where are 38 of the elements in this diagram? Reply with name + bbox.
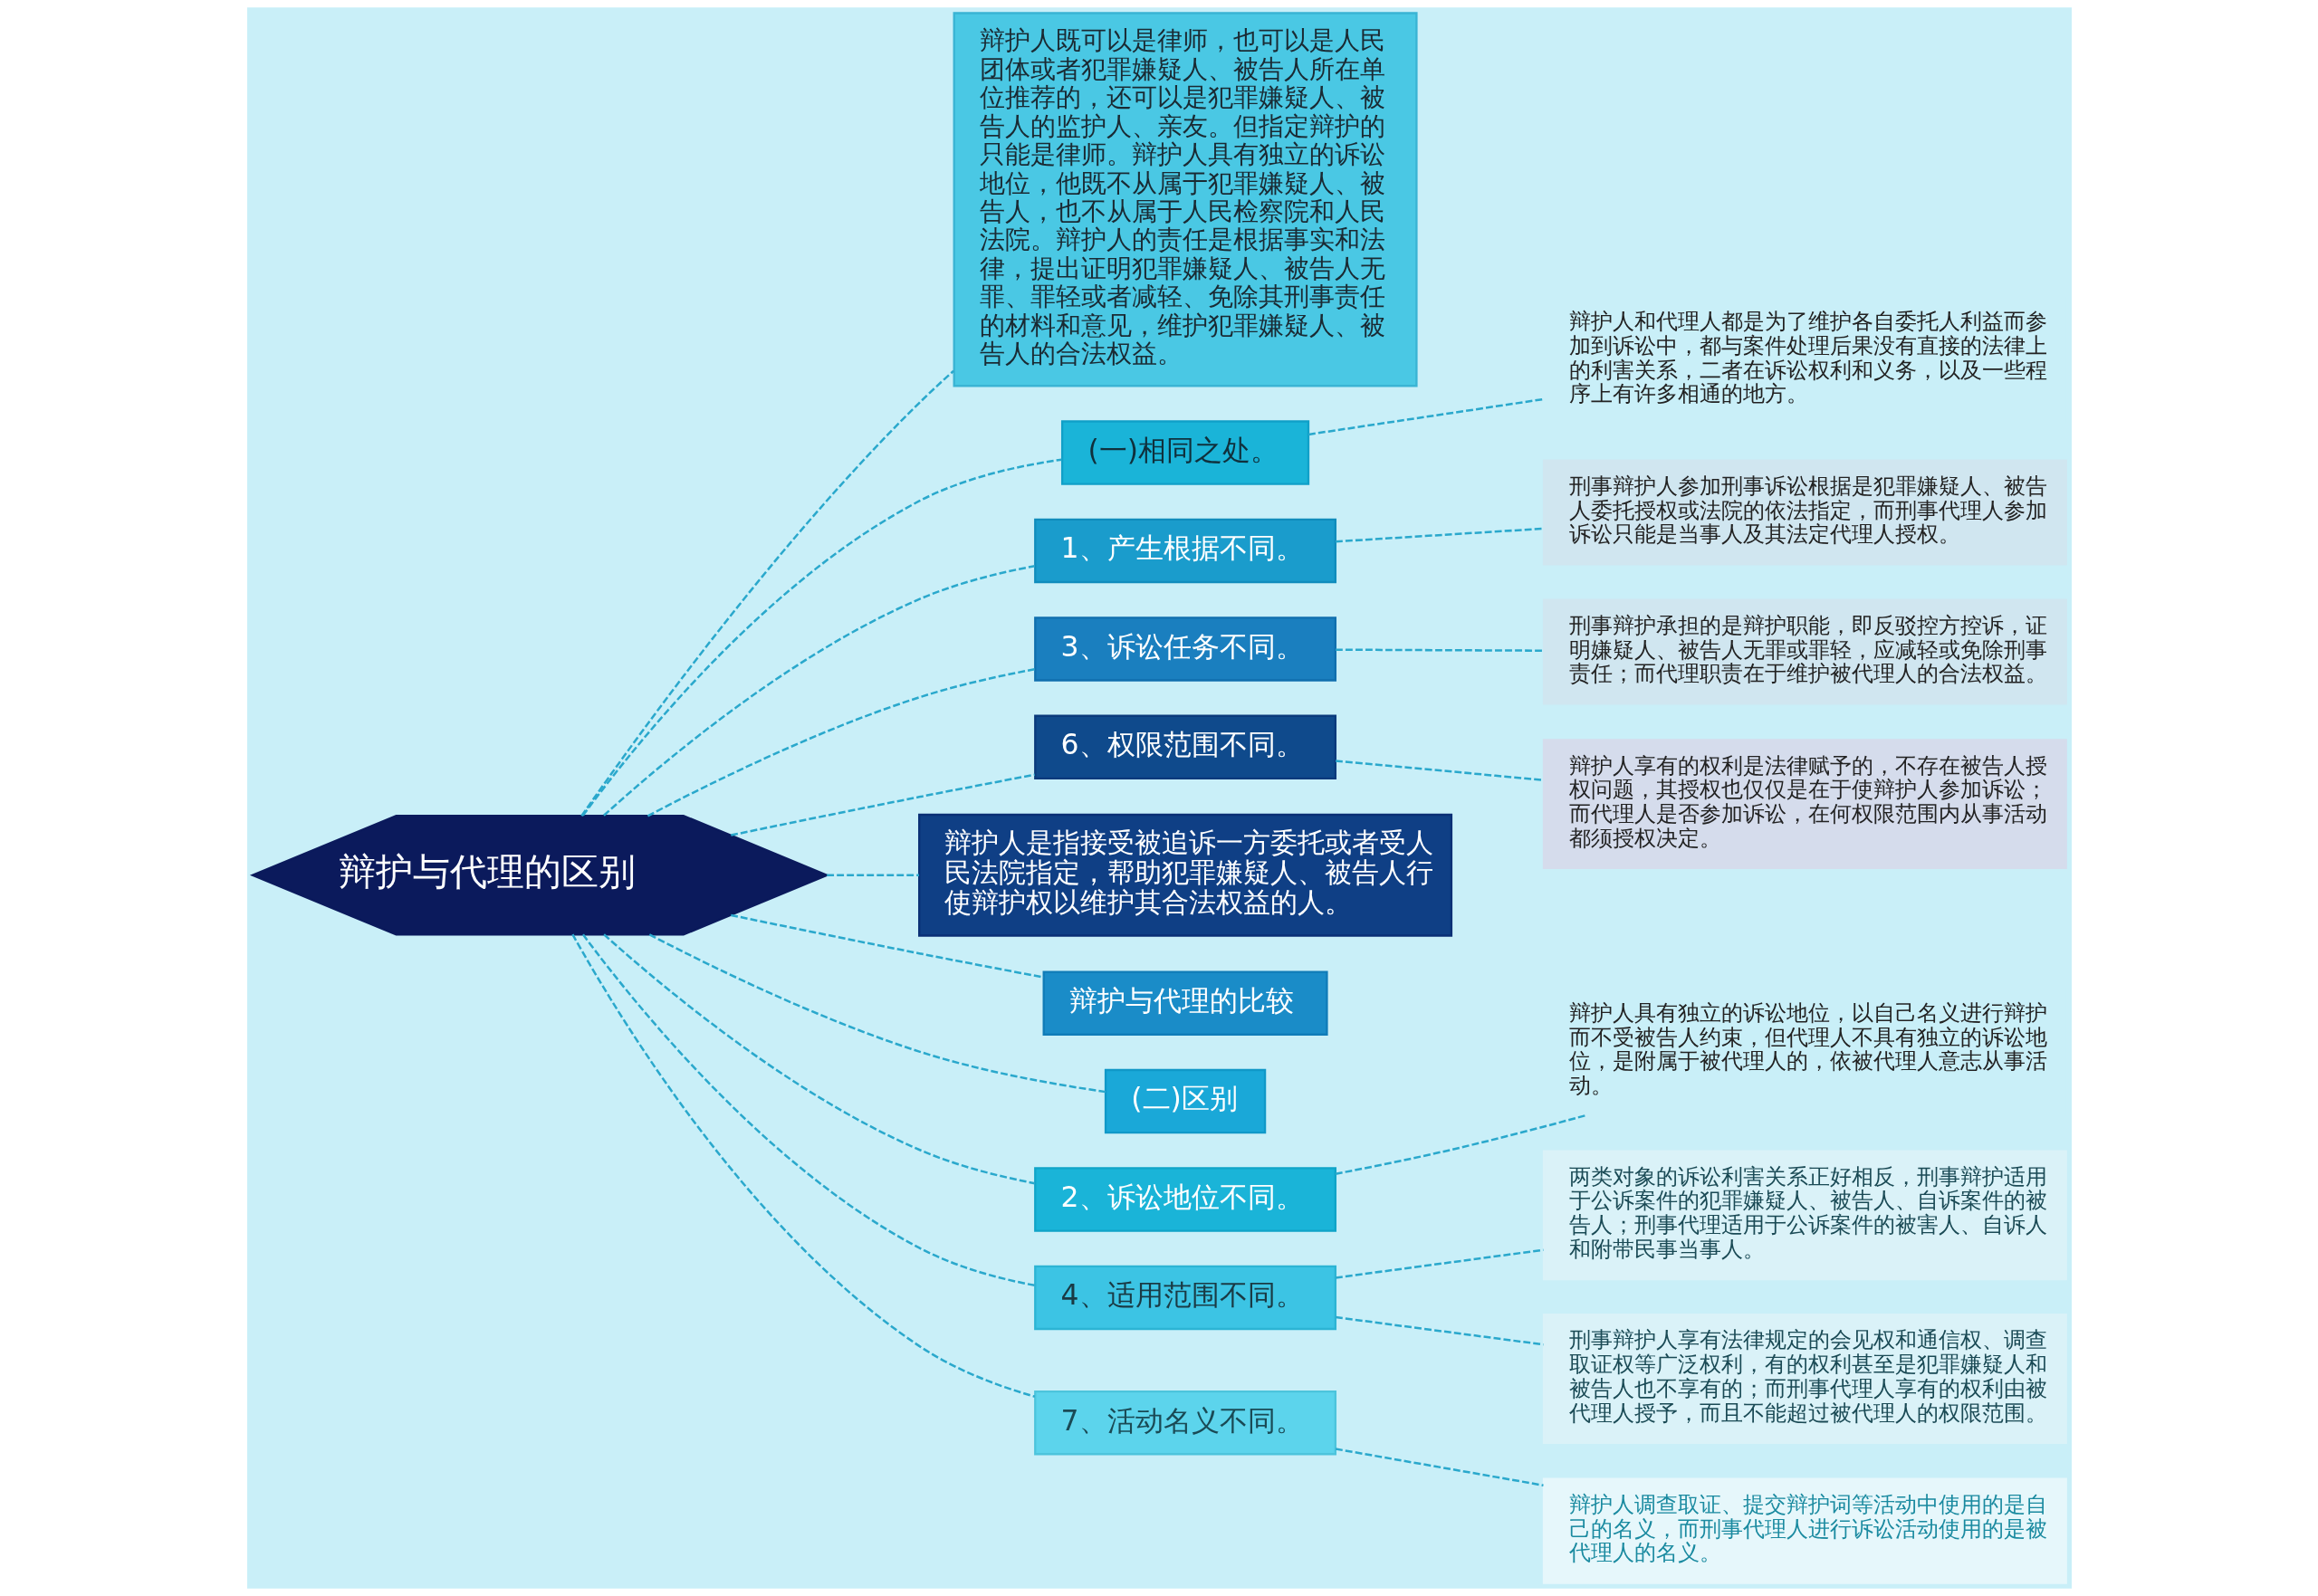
node-box: 2、诉讼地位不同。 [1033,1167,1336,1232]
connector [581,933,1035,1287]
connector [1335,648,1543,652]
node-box: 辩护与代理的比较 [1042,970,1328,1036]
connector [1335,527,1544,543]
connector [581,458,1062,817]
connector [1335,760,1544,781]
node-text: 辩护人具有独立的诉讼地位，以自己名义进行辩护而不受被告人约束，但代理人不具有独立的诉讼地位，是附属于被代理人的，依被代理人意志从事活动。 [1568,1000,2047,1099]
node-box: 6、权限范围不同。 [1033,714,1336,780]
node-box: 刑事辩护人享有法律规定的会见权和通信权、调查取证权等广泛权利，有的权利甚至是犯罪嫌疑人和被告人也不享有的；而刑事代理人享有的权利由被代理人授予，而且不能超过被代理人的权限范围。 [1542,1314,2067,1444]
connector [1335,1315,1544,1346]
node-box: 辩护人是指接受被追诉一方委托或者受人民法院指定，帮助犯罪嫌疑人、被告人行使辩护权以维护其合法权益的人。 [917,813,1452,937]
node-box: 辩护人享有的权利是法律赋予的，不存在被告人授权问题，其授权也仅仅是在于使辩护人参加诉讼；而代理人是否参加诉讼，在何权限范围内从事活动都须授权决定。 [1542,739,2067,870]
connector [1307,397,1544,436]
connector [1335,1448,1544,1486]
node-box: 刑事辩护承担的是辩护职能，即反驳控方控诉，证明嫌疑人、被告人无罪或罪轻，应减轻或免除刑事责任；而代理职责在于维护被代理人的合法权益。 [1542,598,2067,705]
node-box: (二)区别 [1104,1068,1266,1134]
node-box: 1、产生根据不同。 [1033,518,1336,584]
connector [1335,1114,1585,1175]
connector [570,933,1035,1398]
node-box: (一)相同之处。 [1060,420,1309,485]
node-box: 辩护人调查取证、提交辩护词等活动中使用的是自己的名义，而刑事代理人进行诉讼活动使用的是被代理人的名义。 [1542,1477,2067,1584]
connector [602,565,1035,817]
node-box: 辩护人既可以是律师，也可以是人民团体或者犯罪嫌疑人、被告人所在单位推荐的，还可以是犯罪嫌疑人、被告人的监护人、亲友。但指定辩护的只能是律师。辩护人具有独立的诉讼地位，他既不从属于犯罪嫌疑人、被告人，也不从属于人民检察院和人民法院。辩护人的责任是根据事实和法律，提出证明犯罪嫌疑人、被告人无罪、罪轻或者减轻、免除其刑事责任的材料和意见，维护犯罪嫌疑人、被告人的合法权益。 [953,12,1418,387]
connector [648,933,1106,1094]
node-box: 两类对象的诉讼利害关系正好相反，刑事辩护适用于公诉案件的犯罪嫌疑人、被告人、自诉案件的被告人；刑事代理适用于公诉案件的被害人、自诉人和附带民事当事人。 [1542,1150,2067,1281]
connector [1335,1248,1544,1279]
connector [647,668,1035,817]
connector [580,369,954,817]
connector [602,933,1035,1185]
node-box: 3、诉讼任务不同。 [1033,616,1336,682]
connector [730,773,1035,836]
connector [730,913,1044,979]
node-box: 7、活动名义不同。 [1033,1390,1336,1456]
node-box: 4、适用范围不同。 [1033,1265,1336,1331]
node-text: 辩护人和代理人都是为了维护各自委托人利益而参加到诉讼中，都与案件处理后果没有直接的法律上的利害关系，二者在诉讼权利和义务，以及一些程序上有许多相通的地方。 [1568,309,2047,407]
node-box: 刑事辩护人参加刑事诉讼根据是犯罪嫌疑人、被告人委托授权或法院的依法指定，而刑事代理人参加诉讼只能是当事人及其法定代理人授权。 [1542,459,2067,566]
connector [826,874,919,876]
